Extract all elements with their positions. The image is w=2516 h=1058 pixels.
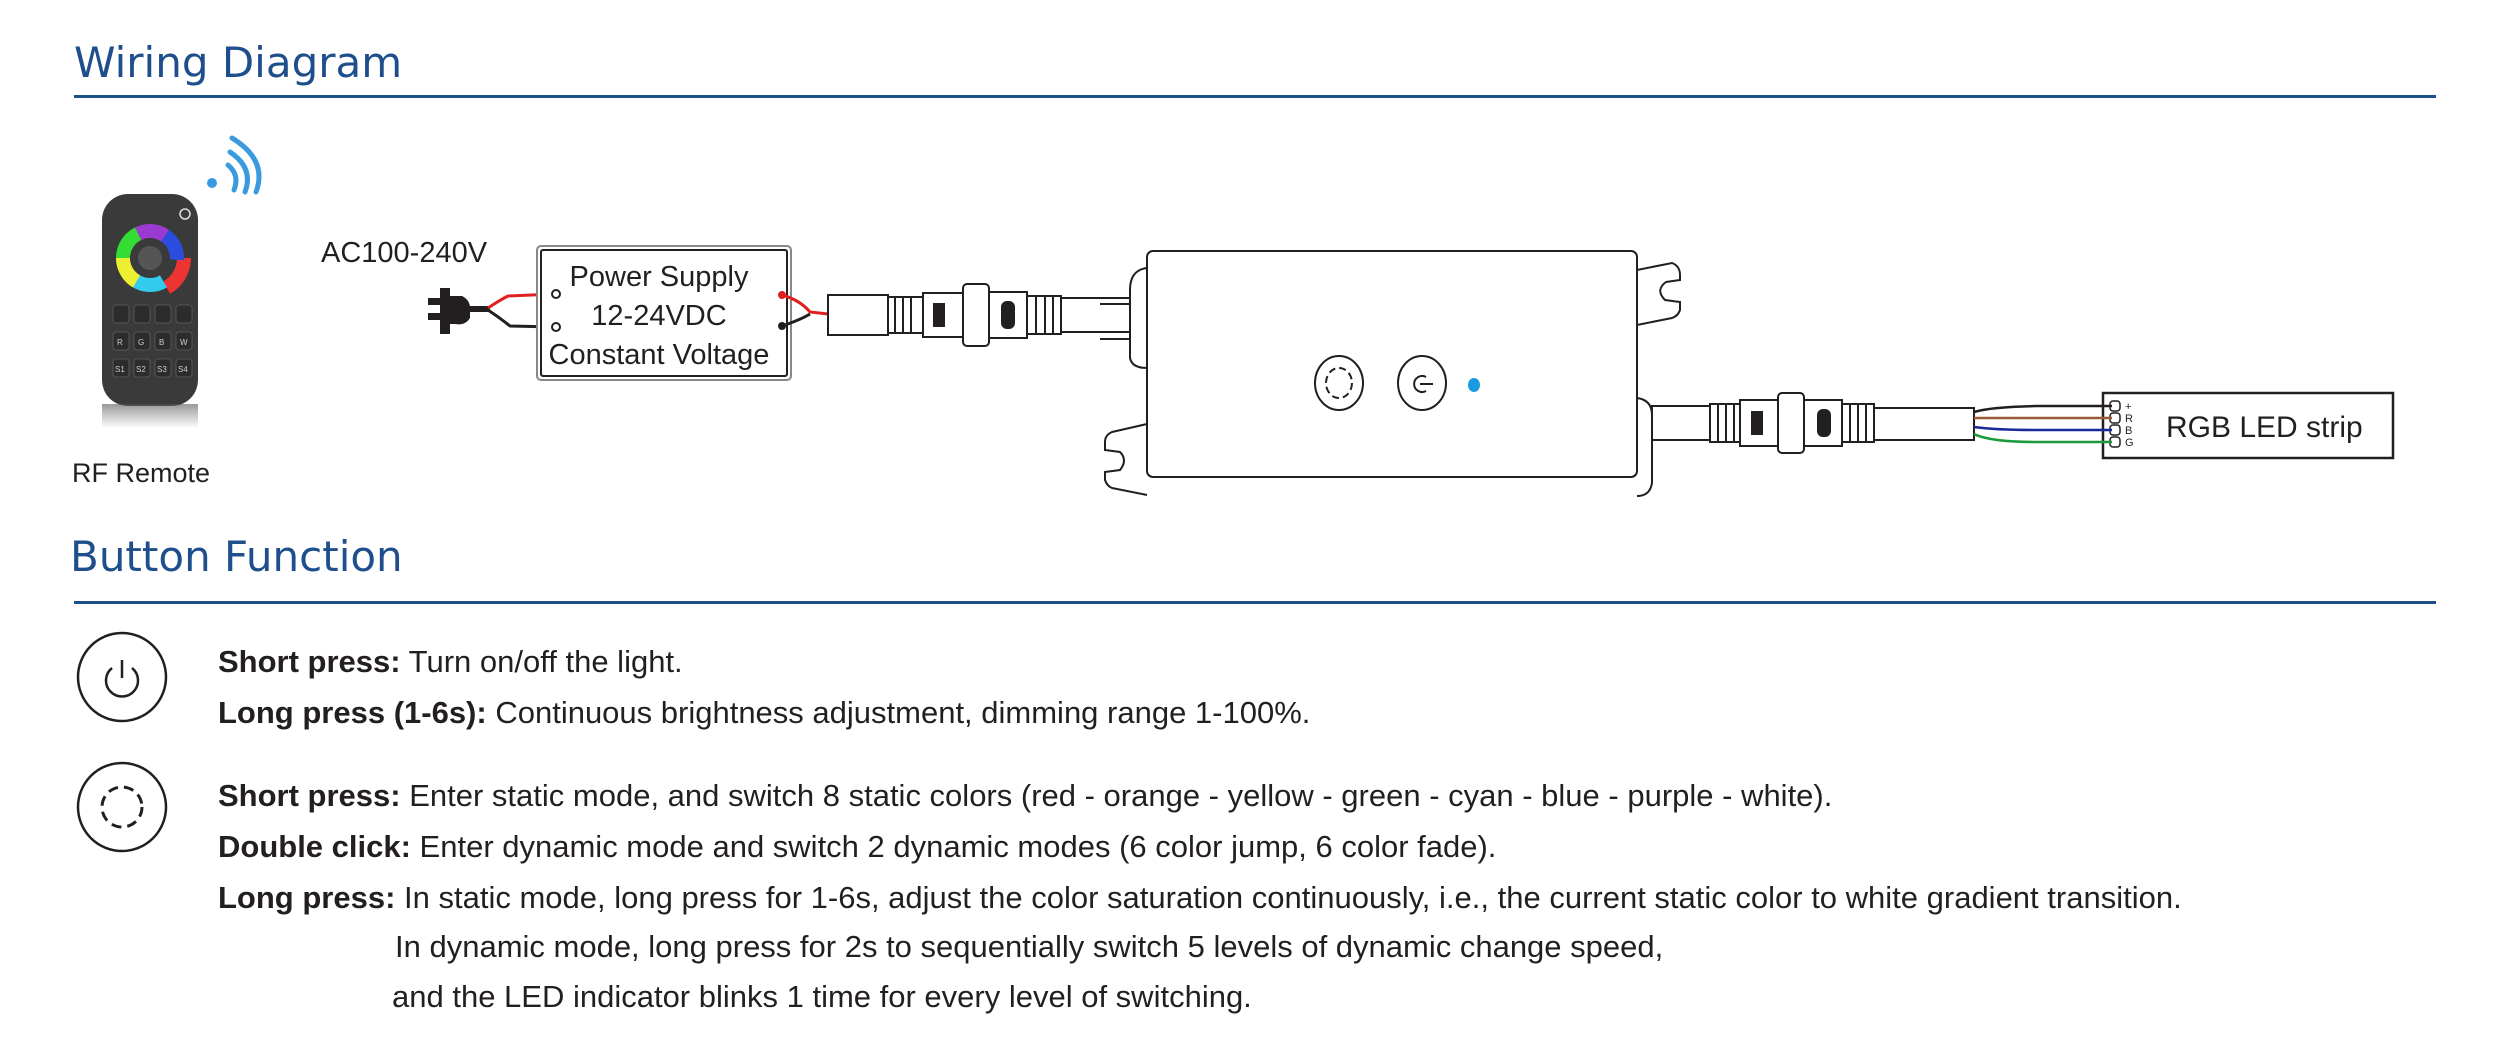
wiring-diagram: R G B W S1 S2 S3 S4 RF Remote AC100-240V… bbox=[72, 135, 2395, 497]
svg-text:R: R bbox=[117, 338, 123, 347]
svg-text:G: G bbox=[138, 338, 144, 347]
power-supply: Power Supply 12-24VDC Constant Voltage bbox=[536, 245, 792, 381]
function-line: and the LED indicator blinks 1 time for … bbox=[392, 979, 1252, 1014]
svg-text:+: + bbox=[2125, 401, 2131, 413]
svg-text:S3: S3 bbox=[157, 365, 167, 374]
section-divider bbox=[74, 601, 2436, 604]
svg-text:S2: S2 bbox=[136, 365, 146, 374]
function-line: Double click: Enter dynamic mode and swi… bbox=[218, 829, 1497, 864]
ac-voltage-label: AC100-240V bbox=[321, 237, 488, 269]
rf-remote-label: RF Remote bbox=[72, 458, 210, 488]
led-indicator bbox=[1468, 378, 1480, 392]
svg-text:G: G bbox=[2125, 437, 2134, 449]
wiring-diagram-title: Wiring Diagram bbox=[74, 38, 403, 87]
mode-icon bbox=[76, 761, 168, 853]
function-line: Short press: Turn on/off the light. bbox=[218, 644, 683, 679]
rgb-led-strip: + R B G RGB LED strip bbox=[2101, 391, 2395, 460]
svg-text:W: W bbox=[180, 338, 188, 347]
ac-plug-icon bbox=[428, 288, 490, 334]
color-wheel bbox=[109, 217, 191, 299]
input-connector bbox=[827, 283, 1147, 347]
controller bbox=[1104, 250, 1681, 497]
button-function-title: Button Function bbox=[70, 532, 403, 581]
function-line: Long press: In static mode, long press f… bbox=[218, 880, 2182, 915]
svg-text:B: B bbox=[159, 338, 164, 347]
power-icon bbox=[76, 631, 168, 723]
wireless-signal-icon bbox=[207, 135, 262, 195]
svg-text:S1: S1 bbox=[115, 365, 125, 374]
rgb-led-strip-label: RGB LED strip bbox=[2166, 411, 2363, 444]
output-connector bbox=[1651, 392, 1975, 454]
remote-power-icon bbox=[179, 208, 191, 220]
svg-text:R: R bbox=[2125, 413, 2133, 425]
power-supply-type: Constant Voltage bbox=[549, 339, 770, 371]
function-line: In dynamic mode, long press for 2s to se… bbox=[395, 929, 1664, 964]
function-line: Long press (1-6s): Continuous brightness… bbox=[218, 695, 1311, 730]
power-supply-line: Power Supply bbox=[570, 261, 749, 293]
svg-text:B: B bbox=[2125, 425, 2132, 437]
function-line: Short press: Enter static mode, and swit… bbox=[218, 778, 1833, 813]
power-supply-voltage: 12-24VDC bbox=[591, 300, 726, 332]
title-divider bbox=[74, 95, 2436, 98]
svg-text:S4: S4 bbox=[178, 365, 188, 374]
mode-button[interactable] bbox=[1314, 355, 1364, 411]
rf-remote: R G B W S1 S2 S3 S4 bbox=[102, 194, 198, 428]
power-button[interactable] bbox=[1397, 355, 1447, 411]
